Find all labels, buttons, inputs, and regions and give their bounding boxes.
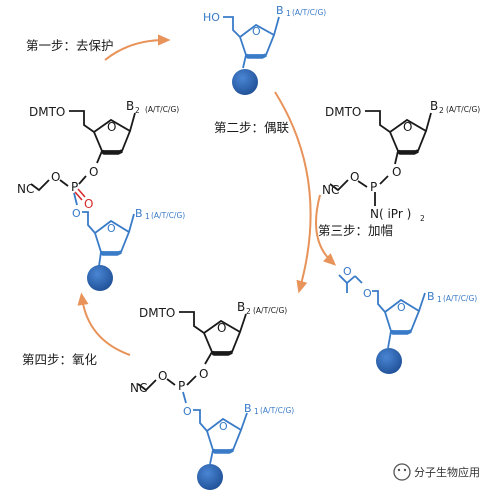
svg-text:1: 1 — [286, 9, 291, 18]
structure-capped: O O O B 1 (A/T/C/G) — [338, 265, 477, 374]
svg-text:O: O — [392, 165, 401, 179]
svg-text:B: B — [135, 207, 143, 220]
solid-support-bead — [87, 265, 113, 291]
svg-text:O: O — [89, 165, 98, 179]
svg-text:P: P — [71, 180, 78, 194]
arrow-step3 — [315, 194, 337, 266]
svg-text:O: O — [107, 120, 116, 134]
svg-text:NC: NC — [17, 182, 34, 196]
svg-text:DMTO: DMTO — [325, 105, 361, 119]
svg-text:(A/T/C/G): (A/T/C/G) — [446, 105, 480, 114]
structure-phosphite: DMTO O B 2 (A/T/C/G) O P O NC O O B 1 (A… — [130, 300, 294, 490]
structure-phosphate: DMTO O B 2 (A/T/C/G) O P O NC O O O B 1 … — [17, 99, 185, 291]
svg-text:O: O — [107, 222, 116, 235]
step2-label: 第二步：偶联 — [214, 120, 290, 135]
svg-text:1: 1 — [145, 212, 150, 221]
svg-text:NC: NC — [322, 183, 339, 197]
step1-label: 第一步：去保护 — [26, 38, 114, 53]
solid-support-bead — [232, 69, 258, 95]
svg-text:B: B — [244, 402, 252, 415]
solid-support-bead — [376, 348, 402, 374]
step3-label: 第三步：加帽 — [318, 223, 393, 238]
base-b: B — [276, 4, 284, 17]
svg-text:2: 2 — [135, 106, 140, 115]
ring-o: O — [252, 25, 261, 38]
svg-text:2: 2 — [439, 106, 444, 115]
svg-text:O: O — [199, 367, 208, 381]
svg-text:O: O — [397, 301, 406, 314]
svg-text:B: B — [237, 300, 245, 314]
structure-deprotected: HO O B 1 (A/T/C/G) — [203, 4, 326, 95]
svg-text:NC: NC — [130, 381, 147, 395]
cycle-arrows — [77, 34, 337, 356]
svg-text:1: 1 — [437, 295, 442, 304]
svg-text:(A/T/C/G): (A/T/C/G) — [443, 294, 477, 303]
svg-text:B: B — [430, 99, 438, 113]
svg-text:1: 1 — [254, 407, 259, 416]
svg-text:(A/T/C/G): (A/T/C/G) — [151, 211, 185, 220]
svg-text:O: O — [403, 120, 412, 134]
oxygen-double-bond: O — [84, 197, 93, 211]
sugar-ring — [202, 319, 242, 353]
svg-text:O: O — [363, 287, 372, 300]
sugar-ring — [205, 417, 243, 451]
sugar-ring — [238, 23, 276, 56]
svg-text:O: O — [343, 265, 352, 278]
svg-text:O: O — [72, 207, 81, 220]
svg-text:O: O — [217, 321, 226, 335]
svg-text:O: O — [51, 170, 60, 184]
svg-text:(A/T/C/G): (A/T/C/G) — [253, 306, 287, 315]
svg-text:2: 2 — [246, 307, 251, 316]
svg-text:DMTO: DMTO — [29, 105, 65, 119]
structure-phosphoramidite: DMTO O B 2 (A/T/C/G) O P O NC N( iPr ) 2 — [322, 99, 480, 223]
svg-text:(A/T/C/G): (A/T/C/G) — [145, 105, 179, 114]
watermark: 分子生物应用 — [393, 463, 480, 481]
watermark-text: 分子生物应用 — [414, 465, 480, 479]
svg-text:B: B — [427, 290, 435, 303]
svg-text:DMTO: DMTO — [139, 306, 175, 320]
svg-text:O: O — [350, 170, 359, 184]
arrow-step1 — [104, 34, 171, 61]
sugar-ring — [93, 219, 131, 253]
svg-text:2: 2 — [420, 214, 425, 223]
solid-support-bead — [197, 464, 223, 490]
svg-text:N( iPr ): N( iPr ) — [370, 207, 411, 221]
sugar-ring — [92, 118, 132, 152]
ho-label: HO — [203, 11, 220, 24]
sugar-ring — [383, 298, 421, 332]
svg-text:O: O — [183, 405, 192, 418]
svg-text:O: O — [158, 369, 167, 383]
svg-text:B: B — [126, 99, 134, 113]
sugar-ring — [388, 118, 428, 152]
svg-text:(A/T/C/G): (A/T/C/G) — [260, 406, 294, 415]
svg-text:O: O — [219, 420, 228, 433]
arrow-step4 — [77, 292, 131, 356]
svg-text:P: P — [370, 180, 377, 194]
svg-text:(A/T/C/G): (A/T/C/G) — [292, 8, 326, 17]
step4-label: 第四步：氧化 — [22, 352, 98, 367]
svg-text:P: P — [178, 379, 185, 393]
arrow-step2 — [274, 91, 312, 294]
